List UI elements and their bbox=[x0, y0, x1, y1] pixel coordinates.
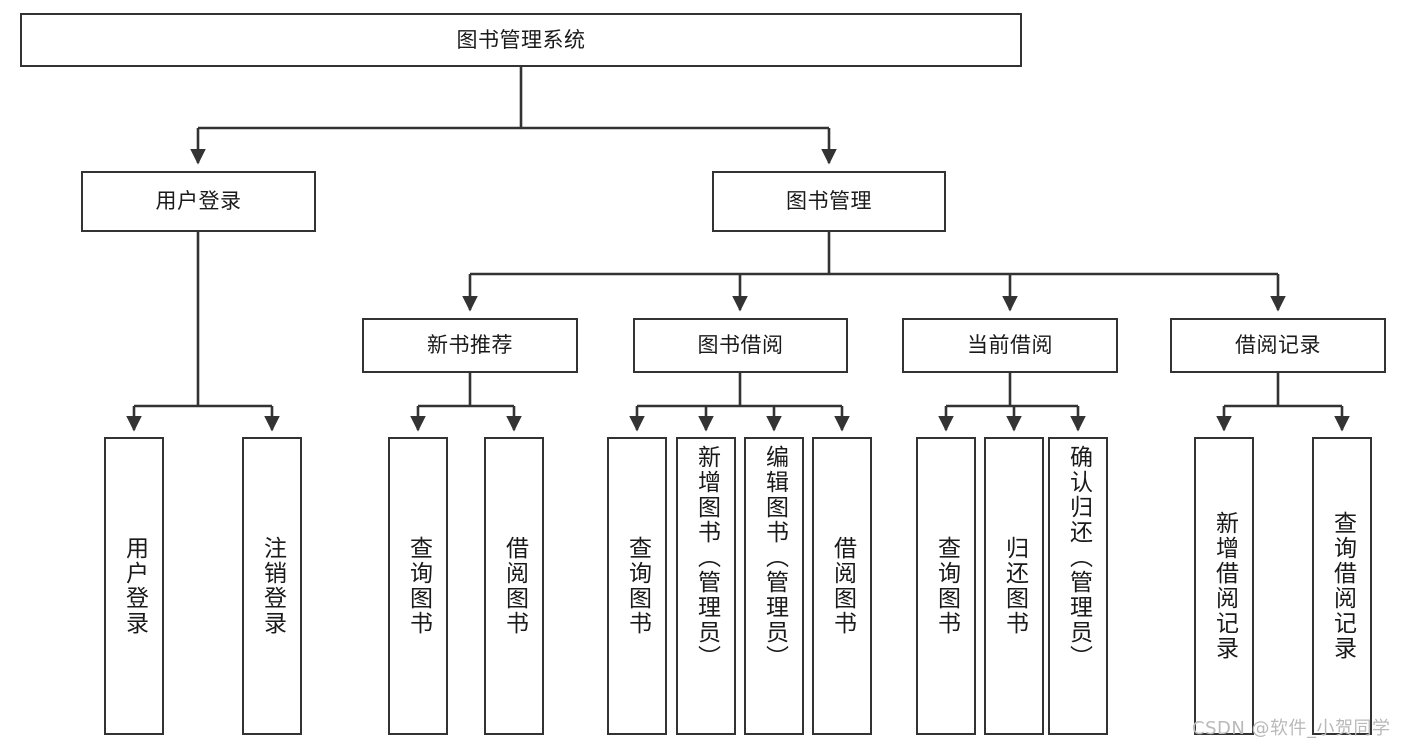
node-current-borrow[interactable]: 当前借阅 bbox=[902, 318, 1118, 373]
node-leaf-borrow-book-1[interactable]: 借阅图书 bbox=[484, 437, 544, 735]
node-leaf-add-record[interactable]: 新增借阅记录 bbox=[1194, 437, 1254, 735]
node-user-login[interactable]: 用户登录 bbox=[81, 171, 316, 232]
node-leaf-logout-label: 注销登录 bbox=[259, 536, 286, 636]
node-leaf-query-book-3[interactable]: 查询图书 bbox=[916, 437, 976, 735]
node-book-borrow[interactable]: 图书借阅 bbox=[633, 318, 848, 373]
node-leaf-edit-book-label: 编辑图书（管理员） bbox=[761, 445, 788, 670]
node-leaf-query-book-2[interactable]: 查询图书 bbox=[607, 437, 667, 735]
node-root-label: 图书管理系统 bbox=[456, 27, 586, 52]
node-current-borrow-label: 当前借阅 bbox=[967, 333, 1053, 358]
node-leaf-borrow-book-1-label: 借阅图书 bbox=[501, 536, 528, 636]
node-leaf-query-record[interactable]: 查询借阅记录 bbox=[1312, 437, 1372, 735]
node-book-admin-label: 图书管理 bbox=[786, 189, 872, 214]
node-leaf-add-book-label: 新增图书（管理员） bbox=[693, 445, 720, 670]
node-leaf-query-book-1-label: 查询图书 bbox=[405, 536, 432, 636]
node-new-book-rec[interactable]: 新书推荐 bbox=[362, 318, 578, 373]
node-book-admin[interactable]: 图书管理 bbox=[712, 171, 946, 232]
node-root[interactable]: 图书管理系统 bbox=[20, 13, 1022, 67]
node-leaf-query-book-1[interactable]: 查询图书 bbox=[388, 437, 448, 735]
node-book-borrow-label: 图书借阅 bbox=[697, 333, 784, 358]
node-leaf-borrow-book-2[interactable]: 借阅图书 bbox=[812, 437, 872, 735]
node-leaf-return-book-label: 归还图书 bbox=[1001, 536, 1028, 636]
node-leaf-borrow-book-2-label: 借阅图书 bbox=[829, 536, 856, 636]
node-leaf-user-login-label: 用户登录 bbox=[121, 536, 148, 636]
node-user-login-label: 用户登录 bbox=[155, 189, 242, 214]
node-borrow-record[interactable]: 借阅记录 bbox=[1170, 318, 1386, 373]
csdn-watermark: CSDN @软件_小贺同学 bbox=[1192, 718, 1391, 739]
node-leaf-confirm-return[interactable]: 确认归还（管理员） bbox=[1048, 437, 1108, 735]
node-borrow-record-label: 借阅记录 bbox=[1235, 333, 1321, 358]
node-new-book-rec-label: 新书推荐 bbox=[427, 333, 513, 358]
node-leaf-confirm-return-label: 确认归还（管理员） bbox=[1065, 445, 1092, 670]
node-leaf-add-record-label: 新增借阅记录 bbox=[1211, 511, 1238, 661]
node-leaf-query-record-label: 查询借阅记录 bbox=[1329, 511, 1356, 661]
node-leaf-return-book[interactable]: 归还图书 bbox=[984, 437, 1044, 735]
node-leaf-query-book-2-label: 查询图书 bbox=[624, 536, 651, 636]
node-leaf-add-book[interactable]: 新增图书（管理员） bbox=[676, 437, 736, 735]
node-leaf-query-book-3-label: 查询图书 bbox=[933, 536, 960, 636]
node-leaf-logout[interactable]: 注销登录 bbox=[242, 437, 302, 735]
node-leaf-edit-book[interactable]: 编辑图书（管理员） bbox=[744, 437, 804, 735]
node-leaf-user-login[interactable]: 用户登录 bbox=[104, 437, 164, 735]
